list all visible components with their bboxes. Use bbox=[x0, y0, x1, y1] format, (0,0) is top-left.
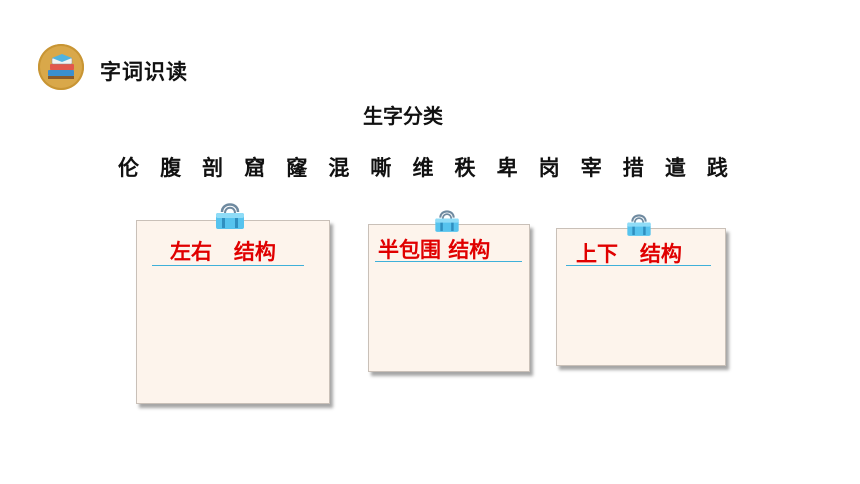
books-icon bbox=[38, 44, 84, 90]
binder-clip-icon bbox=[216, 203, 244, 229]
character: 混 bbox=[328, 156, 350, 180]
binder-clip-icon bbox=[627, 214, 651, 236]
character: 剖 bbox=[202, 156, 224, 180]
character: 秩 bbox=[454, 156, 476, 180]
card-semi-enclosed bbox=[368, 224, 530, 372]
character-list: 伦 腹 剖 窟 窿 混 嘶 维 秩 卑 岗 宰 措 遣 践 bbox=[118, 152, 728, 182]
character: 维 bbox=[412, 156, 434, 180]
character: 措 bbox=[622, 156, 644, 180]
section-title: 字词识读 bbox=[100, 60, 188, 84]
subtitle: 生字分类 bbox=[363, 104, 443, 128]
binder-clip-icon bbox=[435, 210, 459, 232]
card-underline bbox=[566, 265, 711, 266]
character: 遣 bbox=[664, 156, 686, 180]
character: 践 bbox=[706, 156, 728, 180]
character: 腹 bbox=[160, 156, 182, 180]
card-label: 半包围 结构 bbox=[378, 238, 491, 262]
character: 伦 bbox=[118, 156, 139, 180]
card-top-bottom bbox=[556, 228, 726, 366]
card-underline bbox=[152, 265, 304, 266]
card-label: 左右 结构 bbox=[170, 240, 276, 264]
card-label: 上下 结构 bbox=[576, 242, 682, 266]
character: 卑 bbox=[496, 156, 518, 180]
card-underline bbox=[375, 261, 522, 262]
character: 嘶 bbox=[370, 156, 392, 180]
character: 窿 bbox=[286, 156, 308, 180]
character: 窟 bbox=[244, 156, 266, 180]
character: 岗 bbox=[538, 156, 560, 180]
card-left-right bbox=[136, 220, 330, 404]
character: 宰 bbox=[580, 156, 602, 180]
